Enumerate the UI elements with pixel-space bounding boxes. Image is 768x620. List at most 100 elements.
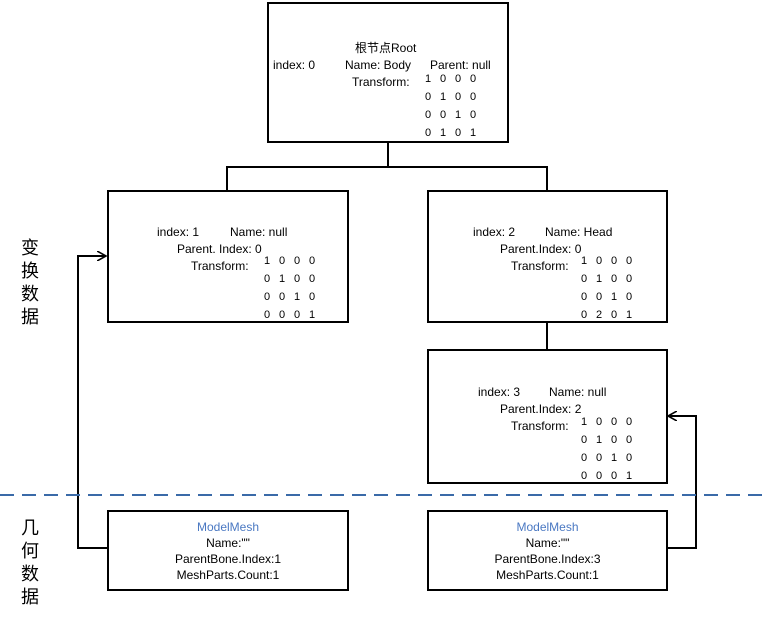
side-char: 据 [21,587,39,608]
matrix-cell: 0 [596,416,603,428]
matrix-cell: 0 [470,91,477,103]
matrix-cell: 1 [440,127,447,139]
matrix-cell: 0 [294,255,301,267]
matrix-cell: 0 [581,309,588,321]
bone3-name: Name: null [549,385,607,399]
mesh2-title: ModelMesh [516,520,579,534]
bone1-name: Name: null [230,225,288,239]
matrix-cell: 0 [440,73,447,85]
matrix-cell: 0 [626,291,633,303]
matrix-cell: 0 [596,470,603,482]
bone1-transform-label: Transform: [191,259,249,273]
mesh1-content: ModelMesh Name:"" ParentBone.Index:1 Mes… [109,519,347,583]
bone1-parent: Parent. Index: 0 [177,242,262,256]
side-char: 何 [21,541,39,562]
matrix-cell: 0 [596,255,603,267]
bone2-index: index: 2 [473,225,516,239]
matrix-cell: 1 [581,416,588,428]
matrix-cell: 0 [581,470,588,482]
matrix-cell: 0 [581,273,588,285]
matrix-cell: 0 [455,91,462,103]
mesh2-node: ModelMesh Name:"" ParentBone.Index:3 Mes… [427,510,668,591]
mesh2-name: Name:"" [525,536,570,550]
mesh1-name: Name:"" [206,536,250,550]
matrix-cell: 0 [581,291,588,303]
matrix-cell: 0 [611,470,618,482]
mesh2-content: ModelMesh Name:"" ParentBone.Index:3 Mes… [429,519,666,583]
mesh1-parent-bone: ParentBone.Index:1 [174,552,282,566]
matrix-cell: 0 [264,273,271,285]
matrix-cell: 0 [264,309,271,321]
matrix-cell: 1 [279,273,286,285]
mesh2-parts-count: MeshParts.Count:1 [496,568,599,582]
root-transform-label: Transform: [352,75,410,89]
matrix-cell: 0 [626,452,633,464]
matrix-cell: 1 [440,91,447,103]
matrix-cell: 1 [294,291,301,303]
matrix-cell: 0 [581,434,588,446]
matrix-cell: 0 [425,109,432,121]
matrix-cell: 1 [470,127,477,139]
matrix-cell: 1 [596,273,603,285]
mesh2-to-bone3-arrow [667,416,697,549]
matrix-cell: 1 [626,470,633,482]
matrix-cell: 0 [626,273,633,285]
root-node: 根节点Root index: 0 Name: Body Parent: null… [267,2,509,143]
side-char: 据 [21,307,39,328]
matrix-cell: 0 [309,291,316,303]
side-char: 换 [21,261,39,282]
root-name: Name: Body [345,58,412,72]
bone2-name: Name: Head [545,225,613,239]
root-title: 根节点Root [355,41,417,55]
matrix-cell: 1 [611,452,618,464]
matrix-cell: 0 [470,73,477,85]
matrix-cell: 0 [611,434,618,446]
bone2-node: index: 2 Name: Head Parent.Index: 0 Tran… [427,190,668,323]
matrix-cell: 0 [279,255,286,267]
matrix-cell: 0 [611,309,618,321]
matrix-cell: 0 [440,109,447,121]
matrix-cell: 0 [279,309,286,321]
bone1-index: index: 1 [157,225,200,239]
bone1-node: index: 1 Name: null Parent. Index: 0 Tra… [107,190,349,323]
side-char: 数 [21,284,39,305]
matrix-cell: 1 [596,434,603,446]
matrix-cell: 0 [581,452,588,464]
transform-data-label: 变 换 数 据 [19,237,41,329]
matrix-cell: 1 [455,109,462,121]
matrix-cell: 1 [581,255,588,267]
matrix-cell: 0 [425,127,432,139]
bone3-node: index: 3 Name: null Parent.Index: 2 Tran… [427,349,668,484]
bone2-transform-label: Transform: [511,259,569,273]
matrix-cell: 0 [294,309,301,321]
root-parent: Parent: null [430,58,491,72]
matrix-cell: 0 [611,255,618,267]
matrix-cell: 0 [264,291,271,303]
mesh1-parts-count: MeshParts.Count:1 [176,568,280,582]
matrix-cell: 0 [455,127,462,139]
side-char: 变 [21,238,39,259]
mesh1-title: ModelMesh [196,520,260,534]
matrix-cell: 1 [309,309,316,321]
side-char: 几 [21,518,39,539]
bone2-parent: Parent.Index: 0 [500,242,582,256]
bone3-index: index: 3 [478,385,521,399]
